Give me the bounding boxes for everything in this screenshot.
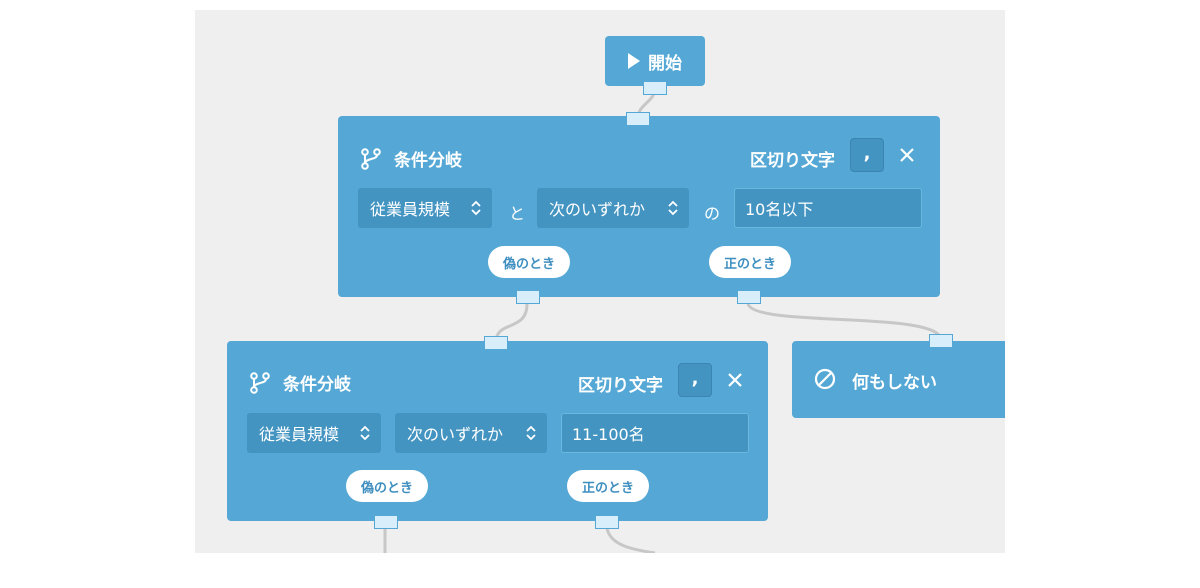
block-1-input-port[interactable]	[626, 112, 650, 126]
operator-select-value: 次のいずれか	[549, 200, 646, 219]
operator-select[interactable]: 次のいずれか	[537, 188, 689, 228]
chevron-up-down-icon	[471, 200, 481, 216]
branch-icon	[250, 371, 270, 394]
field-select[interactable]: 従業員規模	[358, 188, 492, 228]
branch-icon	[361, 147, 381, 170]
conjunction-to: と	[509, 204, 526, 223]
field-select[interactable]: 従業員規模	[247, 413, 381, 453]
chevron-up-down-icon	[668, 200, 678, 216]
delimiter-label: 区切り文字	[578, 376, 663, 396]
field-select-value: 従業員規模	[259, 425, 340, 444]
prohibited-icon	[814, 368, 836, 390]
block-2-true-port[interactable]	[595, 515, 619, 529]
noop-input-port[interactable]	[929, 334, 953, 348]
block-1-true-port[interactable]	[737, 290, 761, 304]
wire-block2-true-down	[605, 527, 656, 553]
chevron-up-down-icon	[360, 425, 370, 441]
chevron-up-down-icon	[526, 425, 536, 441]
conjunction-no: の	[704, 204, 721, 223]
flow-canvas[interactable]: 開始 条件分岐 区切り文字 , 従業員規模 と 次のいずれか	[195, 10, 1005, 553]
start-output-port[interactable]	[643, 81, 667, 95]
close-icon[interactable]	[727, 372, 743, 388]
false-branch-label: 偽のとき	[346, 470, 428, 502]
block-title: 条件分岐	[283, 375, 351, 395]
field-select-value: 従業員規模	[370, 200, 451, 219]
delimiter-input[interactable]: ,	[678, 363, 712, 397]
start-label: 開始	[648, 53, 682, 74]
block-2-false-port[interactable]	[374, 515, 398, 529]
block-2-input-port[interactable]	[484, 336, 508, 350]
wire-block1-true-to-noop	[746, 303, 943, 341]
play-icon	[628, 53, 640, 69]
value-input[interactable]: 10名以下	[734, 188, 922, 228]
true-branch-label: 正のとき	[709, 246, 791, 278]
close-icon[interactable]	[899, 147, 915, 163]
start-node[interactable]: 開始	[605, 36, 705, 86]
operator-select-value: 次のいずれか	[407, 425, 504, 444]
operator-select[interactable]: 次のいずれか	[395, 413, 547, 453]
block-title: 条件分岐	[394, 151, 462, 171]
noop-node[interactable]: 何もしない	[792, 341, 1005, 418]
true-branch-label: 正のとき	[567, 470, 649, 502]
delimiter-label: 区切り文字	[750, 151, 835, 171]
block-2-header: 条件分岐	[249, 370, 351, 395]
value-input[interactable]: 11-100名	[561, 413, 749, 453]
condition-block-2[interactable]: 条件分岐 区切り文字 , 従業員規模 次のいずれか 11-100名 偽のとき 正…	[227, 341, 768, 521]
delimiter-input[interactable]: ,	[850, 138, 884, 172]
condition-block-1[interactable]: 条件分岐 区切り文字 , 従業員規模 と 次のいずれか の 10名以下 偽のとき…	[338, 116, 940, 297]
block-1-header: 条件分岐	[360, 146, 462, 171]
false-branch-label: 偽のとき	[488, 246, 570, 278]
block-1-false-port[interactable]	[516, 290, 540, 304]
noop-label: 何もしない	[852, 373, 937, 393]
